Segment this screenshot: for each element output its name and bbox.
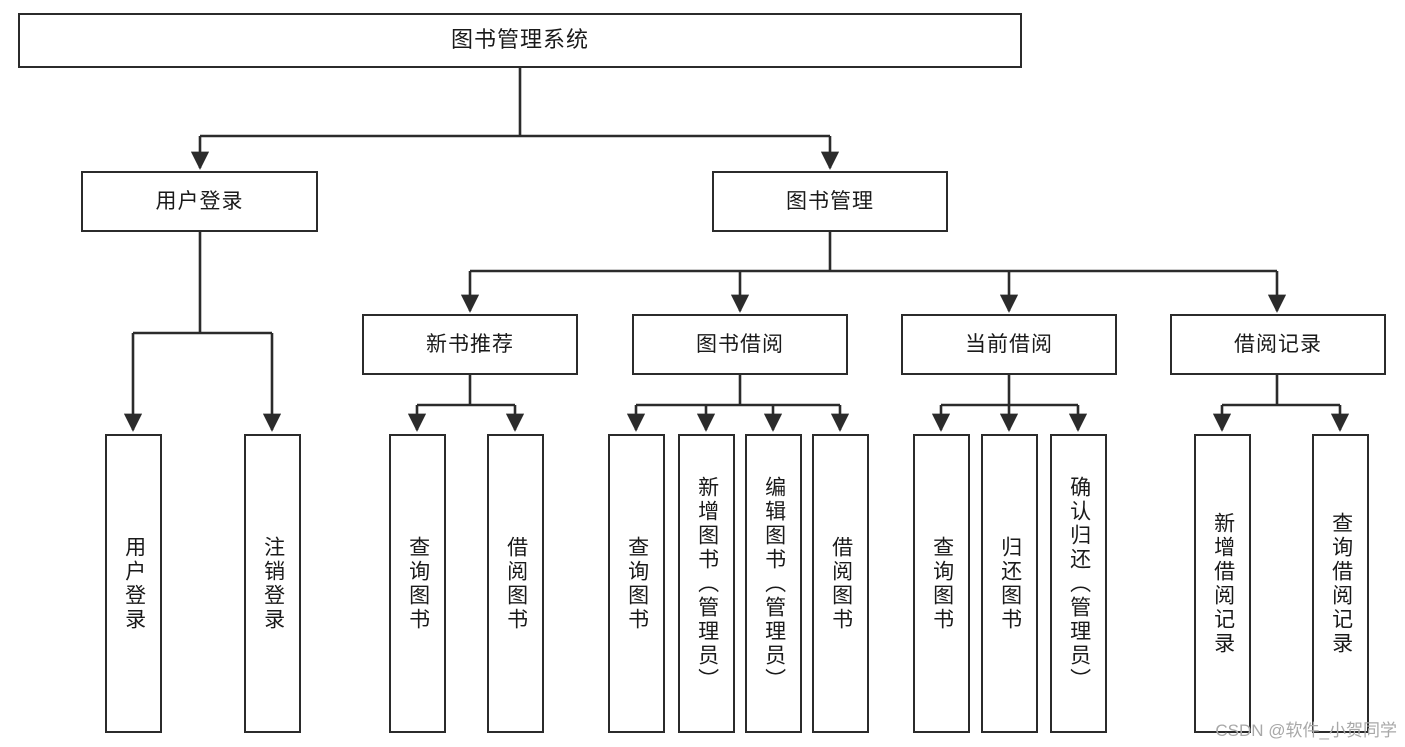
leaf-borrow-edit-book[interactable]: 编辑图书（管理员）	[745, 434, 802, 733]
node-book-management-label: 图书管理	[786, 189, 874, 213]
leaf-label: 注销登录	[261, 535, 285, 632]
leaf-user-login-signout[interactable]: 注销登录	[244, 434, 301, 733]
node-book-borrow-label: 图书借阅	[696, 332, 784, 356]
leaf-current-return-book[interactable]: 归还图书	[981, 434, 1038, 733]
node-book-management[interactable]: 图书管理	[712, 171, 948, 232]
leaf-new-book-query[interactable]: 查询图书	[389, 434, 446, 733]
leaf-label: 新增借阅记录	[1211, 511, 1235, 656]
leaf-current-confirm-return[interactable]: 确认归还（管理员）	[1050, 434, 1107, 733]
node-current-borrow-label: 当前借阅	[965, 332, 1053, 356]
node-new-book-recommend[interactable]: 新书推荐	[362, 314, 578, 375]
leaf-label: 新增图书（管理员）	[695, 475, 719, 692]
leaf-label: 借阅图书	[829, 535, 853, 632]
leaf-new-book-borrow[interactable]: 借阅图书	[487, 434, 544, 733]
leaf-label: 查询借阅记录	[1329, 511, 1353, 656]
watermark: CSDN @软件_小贺同学	[1215, 721, 1397, 740]
leaf-record-add[interactable]: 新增借阅记录	[1194, 434, 1251, 733]
node-borrow-record-label: 借阅记录	[1234, 332, 1322, 356]
leaf-label: 确认归还（管理员）	[1067, 475, 1091, 692]
leaf-label: 查询图书	[930, 535, 954, 632]
node-borrow-record[interactable]: 借阅记录	[1170, 314, 1386, 375]
leaf-current-query-book[interactable]: 查询图书	[913, 434, 970, 733]
node-root[interactable]: 图书管理系统	[18, 13, 1022, 68]
node-current-borrow[interactable]: 当前借阅	[901, 314, 1117, 375]
leaf-borrow-add-book[interactable]: 新增图书（管理员）	[678, 434, 735, 733]
node-user-login[interactable]: 用户登录	[81, 171, 318, 232]
leaf-label: 查询图书	[406, 535, 430, 632]
node-new-book-recommend-label: 新书推荐	[426, 332, 514, 356]
leaf-user-login-signin[interactable]: 用户登录	[105, 434, 162, 733]
leaf-label: 查询图书	[625, 535, 649, 632]
leaf-label: 编辑图书（管理员）	[762, 475, 786, 692]
node-book-borrow[interactable]: 图书借阅	[632, 314, 848, 375]
leaf-record-query[interactable]: 查询借阅记录	[1312, 434, 1369, 733]
node-root-label: 图书管理系统	[450, 27, 589, 53]
leaf-label: 用户登录	[122, 535, 146, 632]
node-user-login-label: 用户登录	[155, 189, 244, 213]
leaf-label: 归还图书	[998, 535, 1022, 632]
leaf-borrow-borrow-book[interactable]: 借阅图书	[812, 434, 869, 733]
leaf-label: 借阅图书	[504, 535, 528, 632]
leaf-borrow-query-book[interactable]: 查询图书	[608, 434, 665, 733]
